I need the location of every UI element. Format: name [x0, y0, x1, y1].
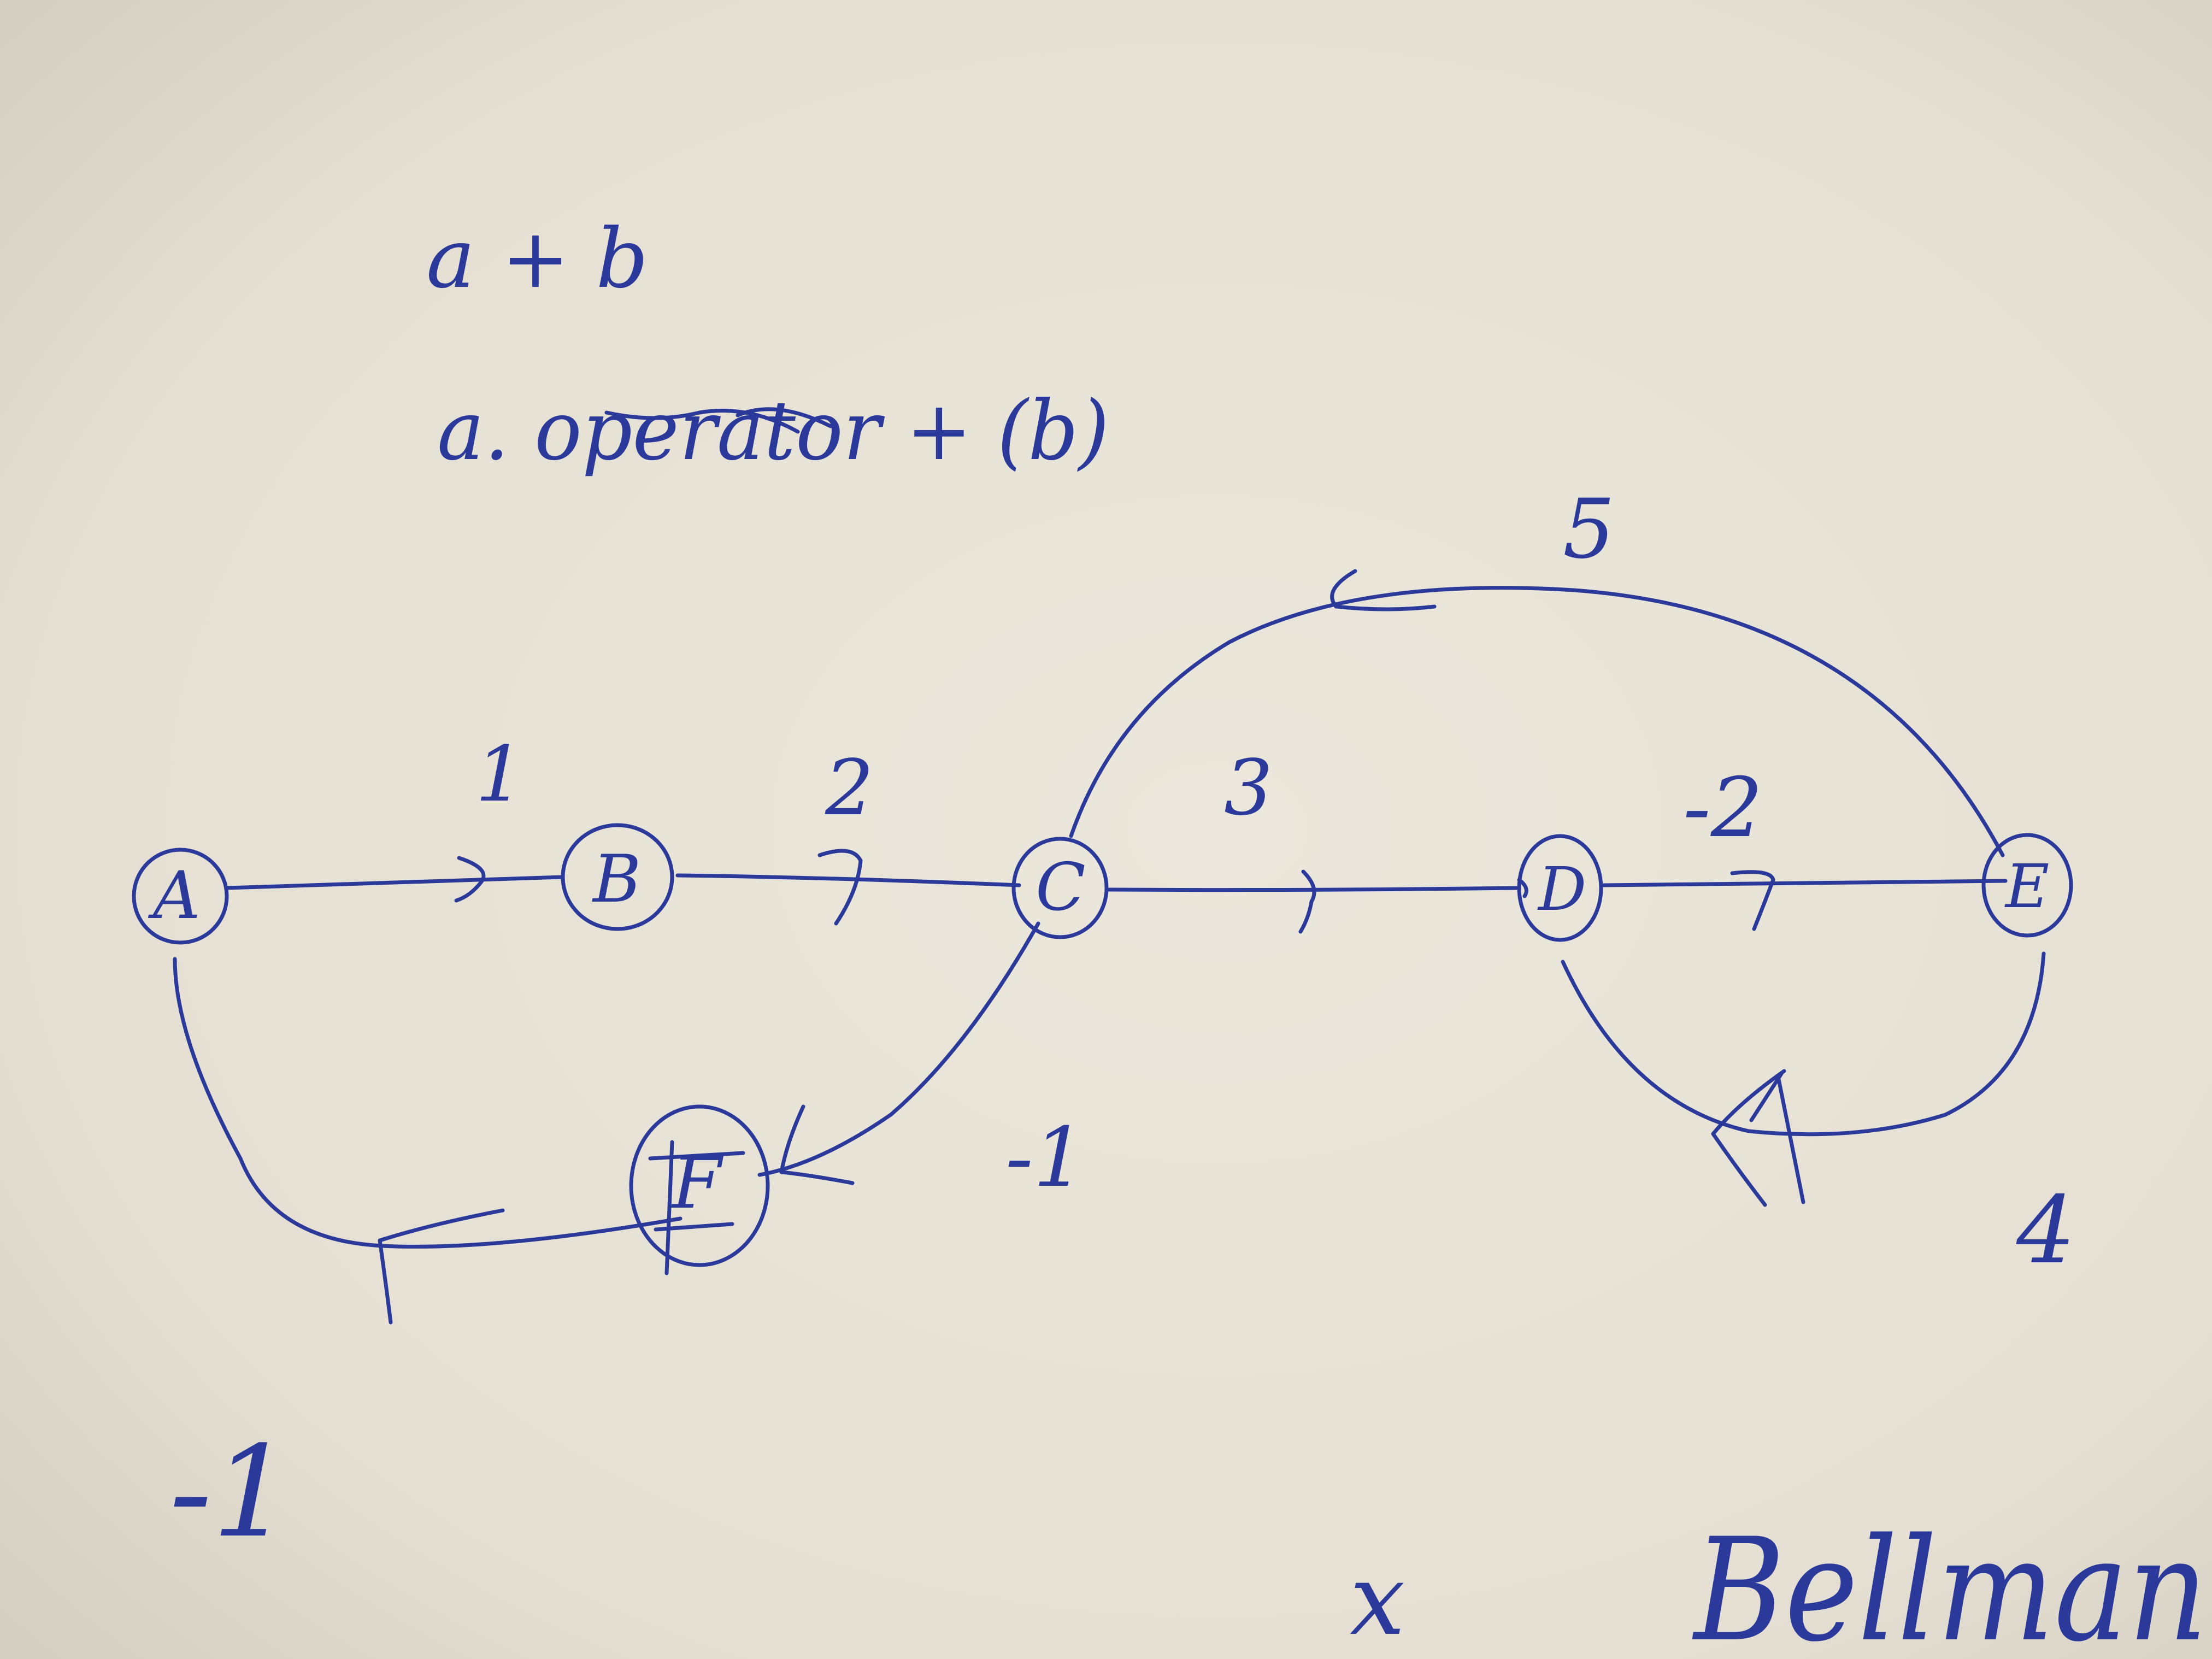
edge-f-a-weight: -1: [169, 1420, 292, 1566]
edge-a-b-weight: 1: [475, 730, 524, 819]
node-f-circle: [629, 1104, 770, 1267]
arrowhead-f-a: [378, 1208, 505, 1325]
arrowhead-a-b: [454, 856, 486, 903]
node-e-label: E: [2004, 851, 2049, 921]
node-f-scribble: [648, 1140, 745, 1275]
arrowhead-c-d: [1298, 869, 1316, 934]
arrowhead-d-e: [1730, 870, 1775, 931]
edge-e-c-weight: 5: [1563, 482, 1615, 577]
node-c-circle: [1011, 837, 1109, 939]
edge-d-e: [1602, 879, 2008, 887]
edge-e-d-weight: 4: [2016, 1176, 2075, 1285]
arrowhead-e-d: [1711, 1069, 1805, 1207]
node-b-label: B: [592, 842, 641, 917]
edge-f-a: [173, 957, 683, 1249]
edge-c-d-weight: 3: [1224, 744, 1273, 833]
node-b-circle: [561, 823, 674, 931]
arrowhead-e-c: [1330, 569, 1437, 611]
edge-c-f: [757, 921, 1040, 1177]
footer-mark: x: [1350, 1543, 1405, 1657]
edge-d-e-weight: -2: [1683, 761, 1763, 856]
edge-a-b: [225, 875, 565, 890]
node-d-circle: [1517, 834, 1603, 942]
edge-b-c-weight: 2: [825, 744, 874, 833]
node-a-circle: [132, 848, 229, 945]
arrowhead-b-c: [817, 849, 863, 926]
note-line-1: a + b: [426, 211, 649, 307]
node-a-label: A: [148, 858, 201, 934]
node-e-circle: [1981, 833, 2073, 938]
edge-e-c: [1069, 586, 2005, 857]
node-d-label: D: [1537, 854, 1586, 924]
edge-e-d: [1561, 951, 2046, 1137]
node-c-label: C: [1036, 850, 1086, 926]
arrowhead-c-f: [779, 1104, 855, 1185]
node-f-label: F: [671, 1142, 724, 1225]
edge-b-c: [675, 873, 1021, 887]
footer-word: Bellman: [1692, 1508, 2208, 1659]
note-line-2: a. operator + (b): [437, 384, 1109, 479]
crossed-out-scribble: [604, 407, 833, 434]
graph-drawing: [132, 407, 2073, 1325]
edge-c-f-weight: -1: [1005, 1110, 1085, 1205]
